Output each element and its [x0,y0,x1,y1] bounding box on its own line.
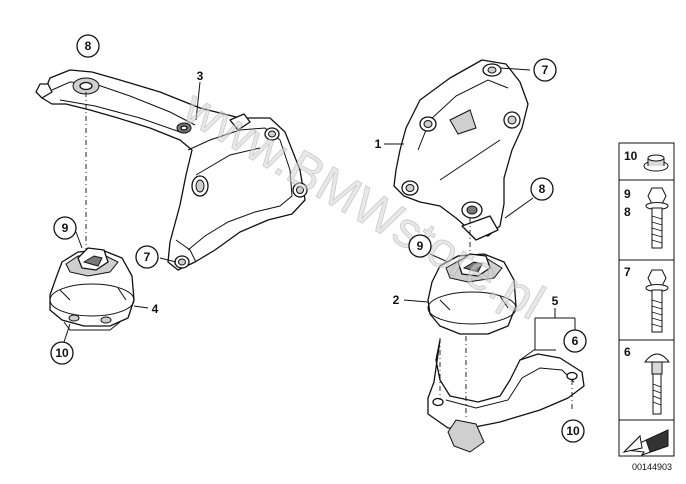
callout-1: 1 [375,137,382,151]
callout-10-left: 10 [50,341,74,365]
callout-8-right: 8 [530,177,554,201]
callout-6: 6 [563,329,587,353]
callout-4: 4 [152,302,159,316]
legend-num-7: 7 [624,265,631,279]
legend-num-8: 8 [624,205,631,219]
svg-text:7: 7 [542,63,549,77]
callout-2: 2 [393,293,400,307]
mount-support-bracket-right [427,339,585,453]
flange-nut-icon [643,154,669,172]
engine-mount-left [49,247,135,331]
svg-text:3: 3 [197,69,204,83]
assembly-lines [85,92,573,420]
callout-10-right: 10 [561,419,585,443]
direction-arrow-icon [622,429,669,456]
callout-3: 3 [197,69,204,83]
svg-text:2: 2 [393,293,400,307]
svg-text:10: 10 [55,346,69,360]
svg-text:8: 8 [539,182,546,196]
legend-num-9: 9 [624,187,631,201]
hex-bolt-icon [645,269,669,333]
catalog-code: 00144903 [632,462,672,472]
callout-7-right: 7 [533,58,557,82]
leader-lines [63,67,576,350]
hex-flange-bolt-icon [645,187,669,249]
carriage-bolt-icon [643,353,671,415]
fastener-legend: 10 9 8 7 6 [618,142,675,457]
engine-support-bracket-left [35,69,308,271]
svg-text:7: 7 [144,250,151,264]
legend-num-6: 6 [624,345,631,359]
callout-9-left: 9 [53,216,77,240]
svg-text:4: 4 [152,302,159,316]
callout-8-top: 8 [76,34,100,58]
legend-num-10: 10 [624,149,638,163]
engine-support-bracket-right [393,59,529,241]
svg-text:9: 9 [62,221,69,235]
svg-text:10: 10 [566,424,580,438]
callout-5: 5 [552,294,559,308]
svg-text:6: 6 [572,334,579,348]
svg-text:5: 5 [552,294,559,308]
callout-9-right: 9 [408,234,432,258]
svg-text:9: 9 [417,239,424,253]
svg-text:8: 8 [85,39,92,53]
callout-7-left: 7 [135,245,159,269]
engine-mount-right [427,253,517,335]
svg-text:1: 1 [375,137,382,151]
